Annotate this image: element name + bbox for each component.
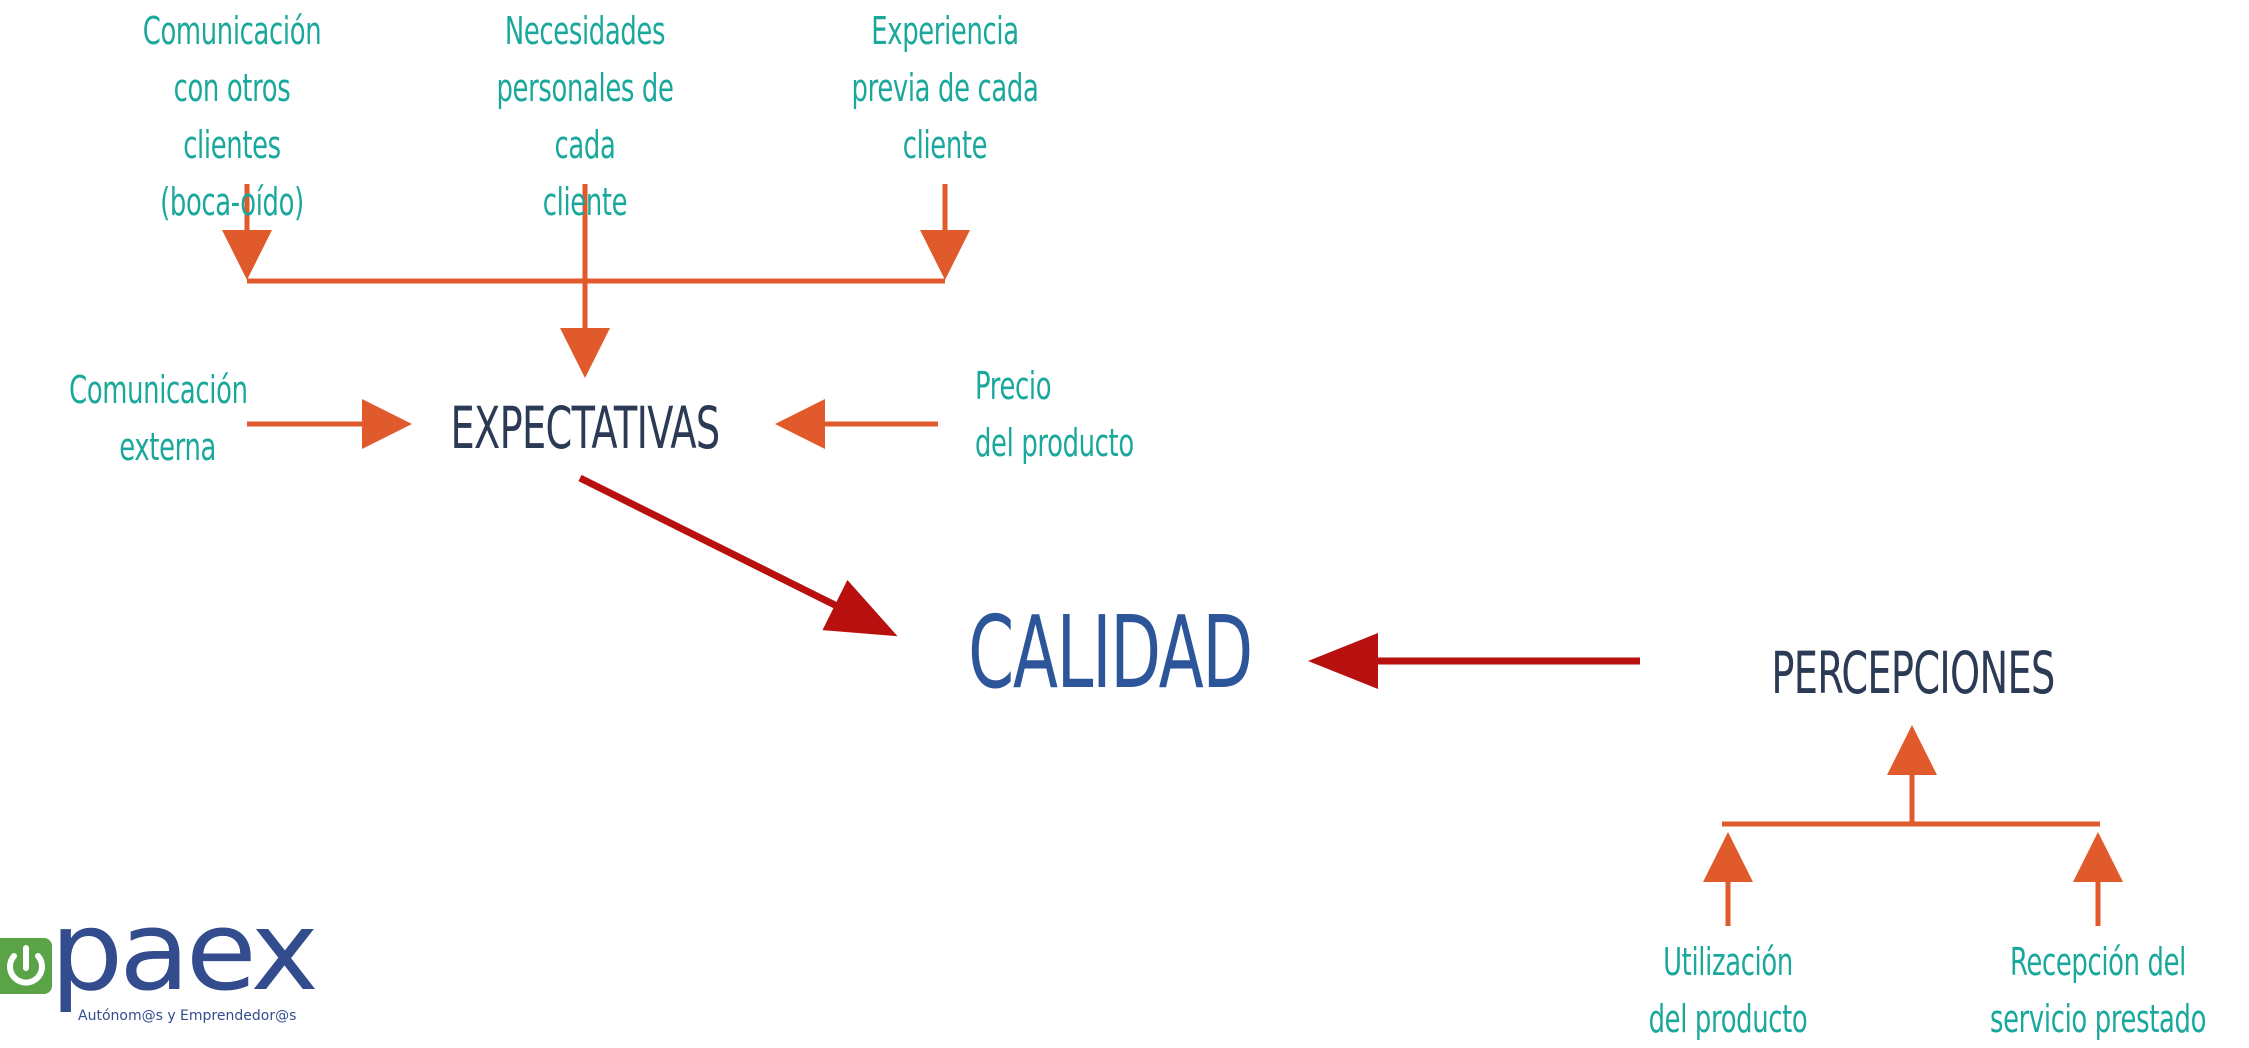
concept-expectations: EXPECTATIVAS (450, 394, 720, 462)
paex-logo: paex Autónom@s y Emprendedor@s (0, 896, 320, 1040)
source-past-experience: Experiencia previa de cada cliente (851, 9, 1039, 167)
power-icon (0, 938, 52, 994)
source-price: Precio del producto (975, 364, 1134, 465)
logo-wordmark: paex (50, 887, 319, 1015)
logo-tagline: Autónom@s y Emprendedor@s (78, 1008, 297, 1024)
concept-quality: CALIDAD (968, 594, 1253, 711)
source-word-of-mouth: Comunicación con otros clientes (boca-oí… (142, 9, 322, 224)
arrow-expectations-to-quality (578, 474, 898, 637)
concept-perceptions: PERCEPCIONES (1771, 639, 2055, 707)
source-personal-needs: Necesidades personales de cada cliente (496, 9, 674, 224)
source-external-comm: Comunicación externa (69, 368, 248, 469)
source-product-use: Utilización del producto (1648, 940, 1808, 1041)
source-service-reception: Recepción del servicio prestado (1989, 940, 2207, 1041)
